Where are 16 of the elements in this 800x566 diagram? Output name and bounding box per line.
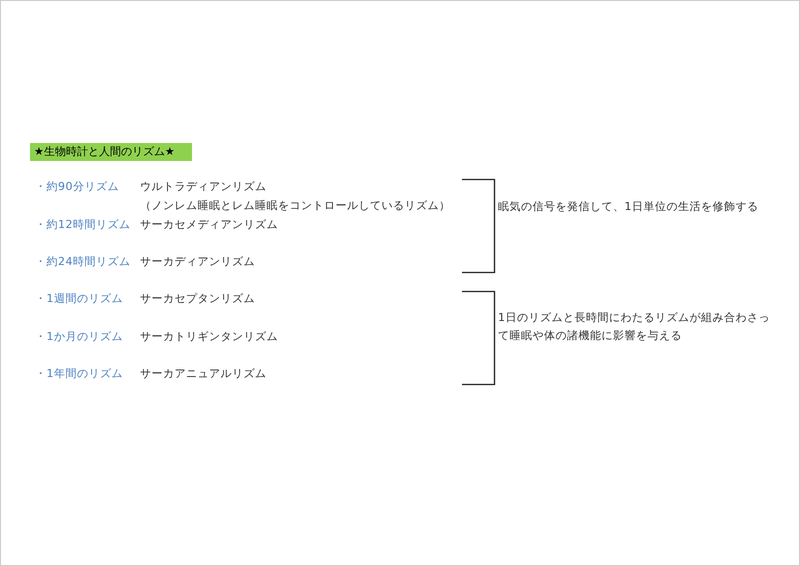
rhythm-name: ウルトラディアンリズム: [140, 179, 266, 195]
rhythm-name: サーカトリギンタンリズム: [140, 329, 278, 345]
rhythm-name: サーカセメディアンリズム: [140, 217, 278, 233]
rhythm-name: サーカセプタンリズム: [140, 291, 255, 307]
bracket-note: 1日のリズムと長時間にわたるリズムが組み合わさって睡眠や体の諸機能に影響を与える: [498, 310, 771, 344]
period-label: ・約90分リズム: [35, 179, 119, 195]
rhythm-name: サーカディアンリズム: [140, 254, 255, 270]
bracket-note: 眠気の信号を発信して、1日単位の生活を修飾する: [498, 199, 758, 215]
period-label: ・1か月のリズム: [35, 329, 123, 345]
period-label: ・約24時間リズム: [35, 254, 130, 270]
period-label: ・1週間のリズム: [35, 291, 123, 307]
title-banner: ★生物時計と人間のリズム★: [30, 143, 192, 161]
period-label: ・1年間のリズム: [35, 366, 123, 382]
rhythm-note: （ノンレム睡眠とレム睡眠をコントロールしているリズム）: [140, 198, 450, 214]
rhythm-name: サーカアニュアルリズム: [140, 366, 266, 382]
period-label: ・約12時間リズム: [35, 217, 130, 233]
